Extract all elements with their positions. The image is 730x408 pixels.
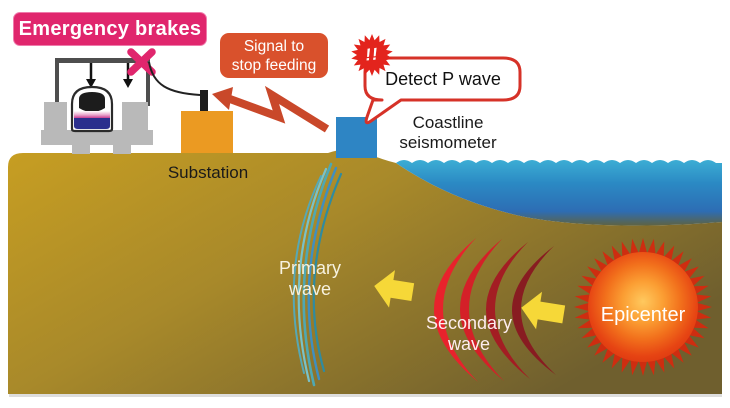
seismometer-label-line2: seismometer xyxy=(399,133,497,152)
gantry-post-left xyxy=(55,58,59,110)
train-and-catenary xyxy=(41,48,156,154)
substation-label: Substation xyxy=(167,163,249,182)
ground-shadow xyxy=(9,393,722,397)
blocked-x-icon xyxy=(127,48,156,76)
substation-box xyxy=(181,111,233,153)
seismometer-box xyxy=(336,117,377,158)
primary-wave-label: Primary wave xyxy=(266,258,354,300)
secondary-wave-label: Secondary wave xyxy=(407,313,531,355)
pantograph-arrow-icon xyxy=(86,63,96,88)
feeder-wire xyxy=(148,61,201,96)
emergency-brakes-badge: Emergency brakes xyxy=(13,12,207,46)
coastline-seismometer-label: Coastline seismometer xyxy=(387,113,509,153)
sea xyxy=(396,160,722,226)
lightning-arrow-icon xyxy=(212,85,330,133)
signal-badge-line1: Signal to xyxy=(243,37,305,55)
primary-wave-label-line2: wave xyxy=(288,279,332,299)
detect-p-wave-label: Detect P wave xyxy=(385,68,501,89)
gantry-post-right xyxy=(146,58,150,106)
primary-wave-arcs xyxy=(292,162,343,387)
left-arrow-icon xyxy=(374,270,415,308)
windshield xyxy=(79,92,105,112)
shinkansen-train xyxy=(70,85,114,133)
gantry-bar xyxy=(55,58,150,63)
platform xyxy=(41,102,153,154)
substation-pole xyxy=(200,90,208,112)
secondary-wave-label-line1: Secondary xyxy=(425,313,513,333)
seismometer-label-line1: Coastline xyxy=(412,113,484,132)
epicenter-core xyxy=(588,252,698,362)
alert-burst-icon xyxy=(351,34,393,76)
secondary-wave-arcs xyxy=(433,238,556,382)
signal-badge-line2: stop feeding xyxy=(231,56,317,74)
primary-wave-label-line1: Primary xyxy=(279,258,341,278)
ground xyxy=(8,149,722,394)
epicenter-label: Epicenter xyxy=(600,304,686,326)
signal-stop-feeding-badge: Signal to stop feeding xyxy=(220,33,328,78)
train-nose xyxy=(74,118,110,129)
secondary-wave-label-line2: wave xyxy=(447,334,491,354)
left-arrow-icon xyxy=(521,291,566,330)
train-stripe xyxy=(74,111,110,118)
